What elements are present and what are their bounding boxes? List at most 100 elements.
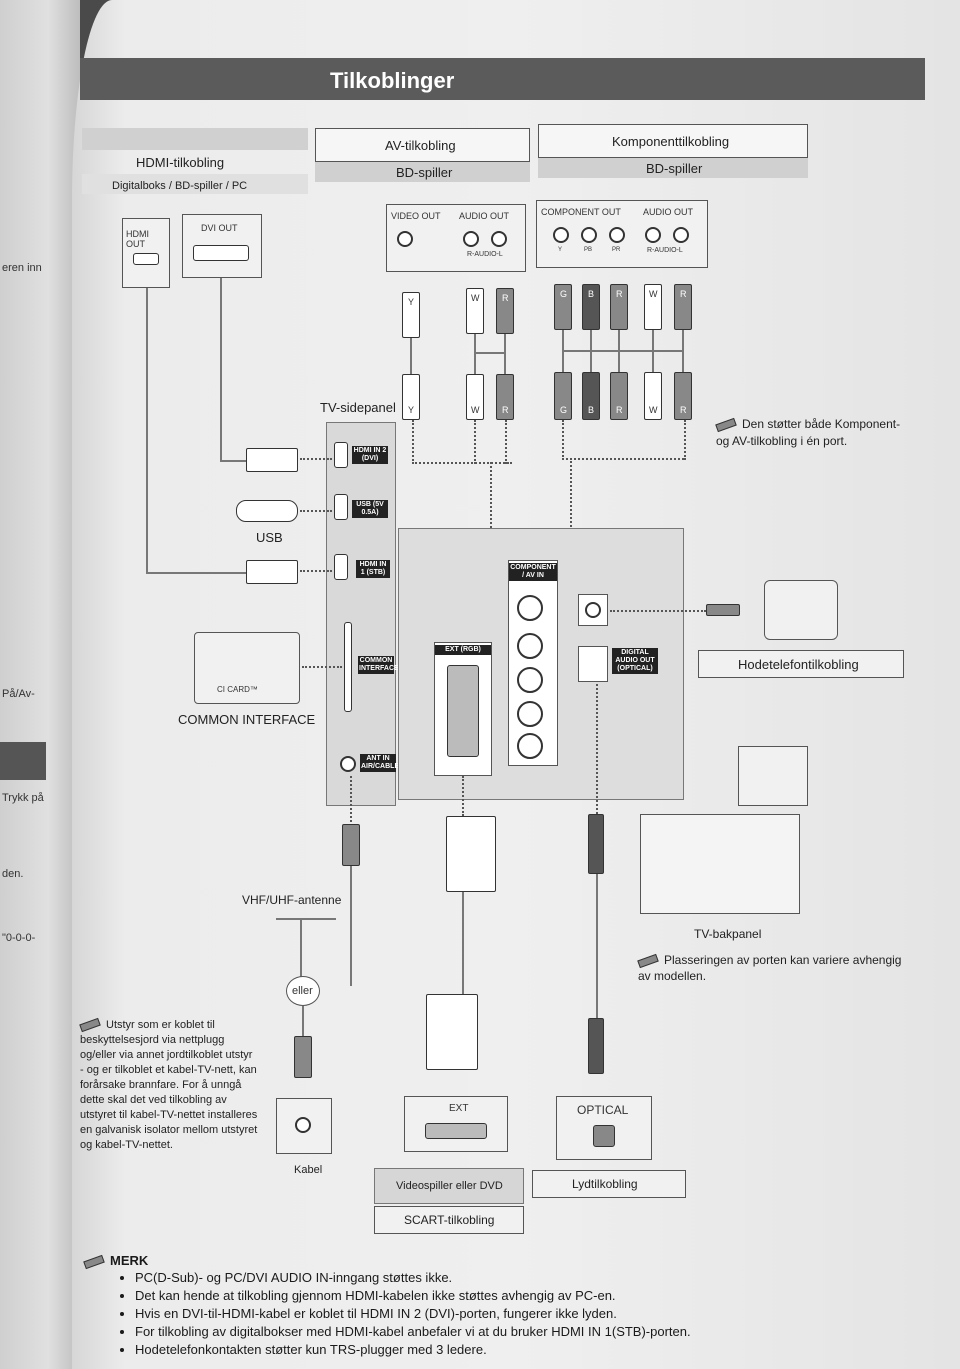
rca-plug: R — [674, 284, 692, 330]
scart-plug — [426, 994, 478, 1070]
hdmi-port-icon — [133, 253, 159, 265]
headphone-label-box — [698, 650, 904, 678]
vhf-label: VHF/UHF-antenne — [242, 893, 342, 907]
hdmi-section-subtitle: Digitalboks / BD-spiller / PC — [112, 180, 248, 192]
cable-socket-box — [276, 1098, 332, 1154]
merk-item: Hodetelefonkontakten støtter kun TRS-plu… — [135, 1342, 810, 1357]
optical-plug — [588, 814, 604, 874]
optical-box: OPTICAL — [556, 1096, 652, 1160]
scart-port — [447, 665, 479, 757]
rca-plug: W — [644, 372, 662, 420]
component-header-box — [538, 124, 808, 158]
section-header-bg — [82, 128, 308, 150]
cable-jack-icon — [295, 1117, 311, 1133]
ci-label: COMMON INTERFACE — [178, 712, 316, 727]
component-section-title: Komponenttilkobling — [612, 134, 730, 149]
headphone-plug — [706, 604, 740, 616]
support-note: Den støtter både Komponent- og AV-tilkob… — [715, 417, 901, 448]
component-out-box: COMPONENT OUT AUDIO OUT Y PB PR R-AUDIO-… — [536, 200, 708, 268]
audio-jack-icon — [673, 227, 689, 243]
page-title: Tilkoblinger — [330, 68, 455, 93]
merk-item: For tilkobling av digitalbokser med HDMI… — [135, 1324, 810, 1339]
rca-plug: W — [644, 284, 662, 330]
headphone-port — [578, 594, 608, 626]
tv-back-illustration — [640, 814, 800, 914]
component-pb-jack-icon — [581, 227, 597, 243]
av-header-box — [315, 128, 530, 162]
audio-conn-box — [532, 1170, 686, 1198]
av-section-subtitle: BD-spiller — [396, 165, 453, 180]
pencil-icon — [637, 953, 659, 969]
dvi-out-box: DVI OUT — [182, 214, 262, 278]
hdmi-out-box: HDMI OUT — [122, 218, 170, 288]
audio-conn-label: Lydtilkobling — [572, 1177, 638, 1191]
ant-in-label: ANT IN AIR/CABLE — [360, 754, 400, 772]
kabel-label: Kabel — [294, 1164, 323, 1176]
eller-circle: eller — [286, 976, 320, 1006]
merk-title: MERK — [83, 1253, 810, 1269]
hdmi-in-1-port — [334, 554, 348, 580]
component-jack-icon — [517, 595, 543, 621]
audio-jack-icon — [517, 701, 543, 727]
audio-jack-icon — [517, 733, 543, 759]
headphone-label: Hodetelefontilkobling — [738, 657, 859, 672]
merk-item: PC(D-Sub)- og PC/DVI AUDIO IN-inngang st… — [135, 1270, 810, 1285]
pencil-icon — [83, 1254, 105, 1269]
pencil-icon — [79, 1017, 101, 1033]
scart-label: SCART-tilkobling — [404, 1213, 495, 1227]
rca-plug: R — [610, 372, 628, 420]
hdmi-in-2-port — [334, 442, 348, 468]
side-panel-label: TV-sidepanel — [320, 400, 396, 415]
merk-item: Hvis en DVI-til-HDMI-kabel er koblet til… — [135, 1306, 810, 1321]
section-subheader-bg — [82, 174, 308, 194]
rca-plug: R — [496, 374, 514, 420]
scart-sub-box — [374, 1168, 524, 1204]
rca-plug: G — [554, 372, 572, 420]
component-subheader-bg — [538, 158, 808, 178]
optical-plug — [588, 1018, 604, 1074]
hdmi-section-title: HDMI-tilkobling — [136, 155, 225, 170]
ext-box: EXT — [404, 1096, 508, 1152]
rca-plug: R — [674, 372, 692, 420]
usb-label: USB — [256, 530, 283, 545]
dvi-port-icon — [193, 245, 249, 261]
usb-port — [334, 494, 348, 520]
component-av-in-block: COMPONENT / AV IN — [508, 560, 558, 766]
usb-stick-icon — [236, 500, 298, 522]
antenna-jack-icon — [340, 756, 356, 772]
rca-plug: Y — [402, 292, 420, 338]
hdmi-plug — [246, 560, 298, 584]
digital-audio-out-label: DIGITAL AUDIO OUT (OPTICAL) — [612, 648, 658, 674]
audio-jack-icon — [645, 227, 661, 243]
headphone-jack-icon — [585, 602, 601, 618]
component-jack-icon — [517, 633, 543, 659]
usb-port-label: USB (5V 0.5A) — [352, 500, 388, 518]
rca-plug: R — [496, 288, 514, 334]
optical-port — [578, 646, 608, 682]
hdmi-in-1-label: HDMI IN 1 (STB) — [356, 560, 390, 578]
back-panel-label: TV-bakpanel — [694, 927, 762, 941]
av-out-box: VIDEO OUT AUDIO OUT R-AUDIO-L — [386, 204, 526, 272]
left-frag: På/Av- — [2, 688, 35, 700]
av-section-title: AV-tilkobling — [385, 138, 456, 153]
common-interface-label: COMMON INTERFACE — [358, 656, 399, 674]
headphones-icon — [764, 580, 838, 640]
placement-note: Plasseringen av porten kan variere avhen… — [637, 953, 902, 983]
left-frag: eren inn — [2, 262, 42, 274]
left-frag: den. — [2, 868, 24, 880]
left-page: eren inn På/Av- Trykk på den. "0-0-0- — [0, 0, 80, 1369]
ci-card: CI CARD™ — [194, 632, 300, 704]
power-outlet-icon — [738, 746, 808, 806]
left-bar — [0, 742, 46, 780]
rca-plug: W — [466, 374, 484, 420]
ext-rgb-block: EXT (RGB) — [434, 642, 492, 776]
scart-plug — [446, 816, 496, 892]
component-y-jack-icon — [553, 227, 569, 243]
coax-plug — [294, 1036, 312, 1078]
scart-port-icon — [425, 1123, 487, 1139]
rca-plug: R — [610, 284, 628, 330]
audio-jack-icon — [491, 231, 507, 247]
component-section-subtitle: BD-spiller — [646, 161, 703, 176]
left-frag: "0-0-0- — [2, 932, 36, 944]
merk-notes: MERK PC(D-Sub)- og PC/DVI AUDIO IN-innga… — [83, 1253, 810, 1360]
